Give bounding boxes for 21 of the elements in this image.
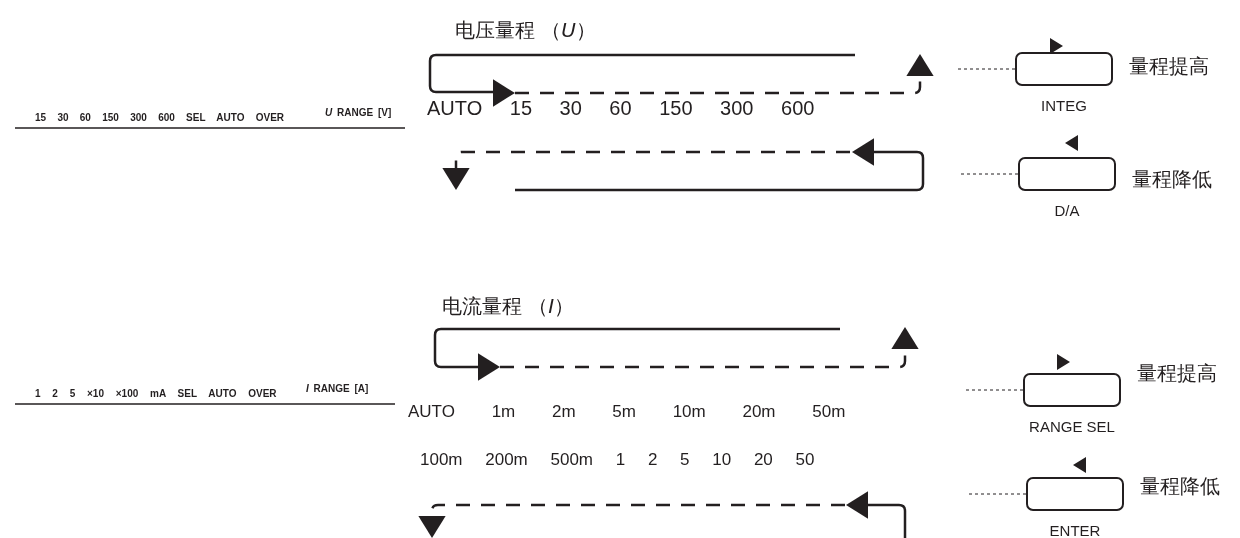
key-label: D/A [1054, 203, 1080, 218]
range-sequence: AUTO 15 30 60 150 300 600 [427, 98, 815, 118]
leader-line [965, 389, 1024, 391]
function-label: 量程提高 [1129, 56, 1209, 76]
panel-range-label: I RANGE [A] [306, 384, 369, 394]
range-sequence: AUTO 1m 2m 5m 10m 20m 50m [408, 403, 846, 420]
key-label: ENTER [1049, 523, 1101, 538]
function-label: 量程降低 [1132, 169, 1212, 189]
panel-range-markings: 15 30 60 150 300 600 SEL AUTO OVER [35, 113, 285, 123]
leader-line [957, 68, 1016, 70]
leader-line [960, 173, 1019, 175]
panel-range-markings: 1 2 5 ×10 ×100 mA SEL AUTO OVER [35, 389, 277, 399]
key-label: INTEG [1041, 98, 1087, 113]
function-label: 量程提高 [1137, 363, 1217, 383]
leader-line [968, 493, 1027, 495]
panel-range-label: U RANGE [V] [325, 108, 392, 118]
section-title: 电压量程 （U） [455, 20, 596, 40]
key-label: RANGE SEL [1029, 419, 1115, 434]
section-title: 电流量程 （I） [442, 296, 575, 316]
range-sequence: 100m 200m 500m 1 2 5 10 20 50 [420, 451, 815, 468]
function-label: 量程降低 [1140, 476, 1220, 496]
